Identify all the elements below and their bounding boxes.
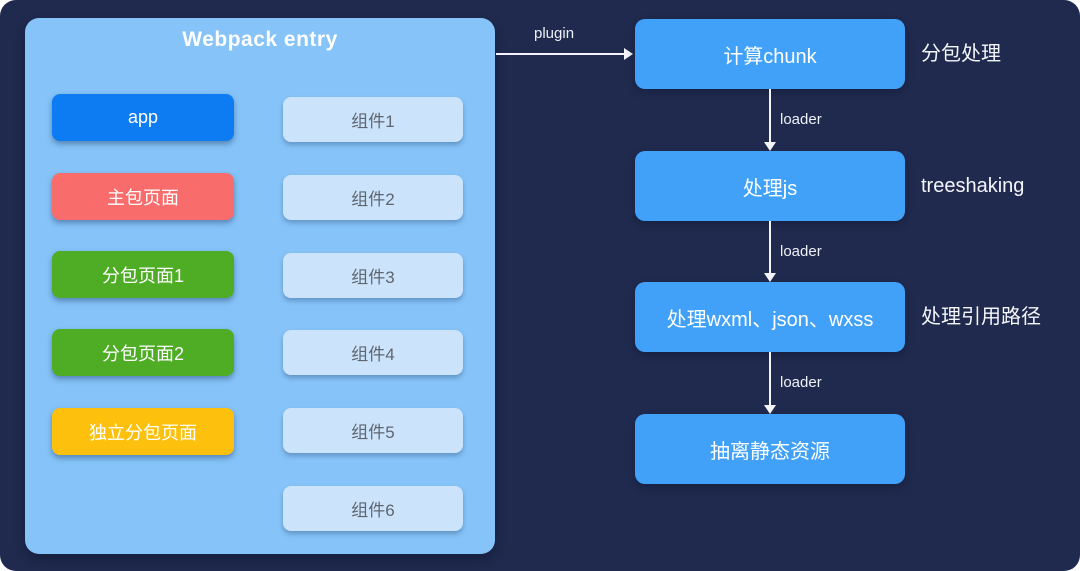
component-node-3: 组件3 (283, 253, 463, 298)
side-label-subpackage-processing: 分包处理 (921, 43, 1001, 65)
webpack-entry-panel: Webpack entry app 主包页面 分包页面1 分包页面2 独立分包页… (25, 18, 495, 554)
loader-arrow-line-2 (769, 221, 771, 273)
plugin-arrow-line (496, 53, 624, 55)
loader-arrow-head-icon-2 (764, 273, 776, 282)
entry-node-subpackage-pages-1: 分包页面1 (52, 251, 234, 298)
entry-node-app: app (52, 94, 234, 141)
flow-node-compute-chunk: 计算chunk (635, 19, 905, 89)
loader-arrow-line-3 (769, 352, 771, 405)
entry-node-independent-subpackage-pages: 独立分包页面 (52, 408, 234, 455)
entry-node-subpackage-pages-2: 分包页面2 (52, 329, 234, 376)
component-node-1: 组件1 (283, 97, 463, 142)
loader-arrow-head-icon-1 (764, 142, 776, 151)
side-label-reference-paths: 处理引用路径 (921, 306, 1041, 328)
flow-node-process-js: 处理js (635, 151, 905, 221)
component-node-6: 组件6 (283, 486, 463, 531)
entry-node-main-package-pages: 主包页面 (52, 173, 234, 220)
flow-node-extract-static-assets: 抽离静态资源 (635, 414, 905, 484)
flow-node-process-wxml-json-wxss: 处理wxml、json、wxss (635, 282, 905, 352)
component-node-4: 组件4 (283, 330, 463, 375)
component-node-5: 组件5 (283, 408, 463, 453)
loader-arrow-head-icon-3 (764, 405, 776, 414)
panel-title: Webpack entry (182, 28, 338, 51)
plugin-arrow-label: plugin (534, 25, 575, 42)
loader-arrow-line-1 (769, 89, 771, 142)
loader-arrow-label-3: loader (780, 374, 822, 391)
component-node-2: 组件2 (283, 175, 463, 220)
loader-arrow-label-1: loader (780, 111, 822, 128)
plugin-arrow-head-icon (624, 48, 633, 60)
side-label-treeshaking: treeshaking (921, 175, 1025, 197)
loader-arrow-label-2: loader (780, 243, 822, 260)
